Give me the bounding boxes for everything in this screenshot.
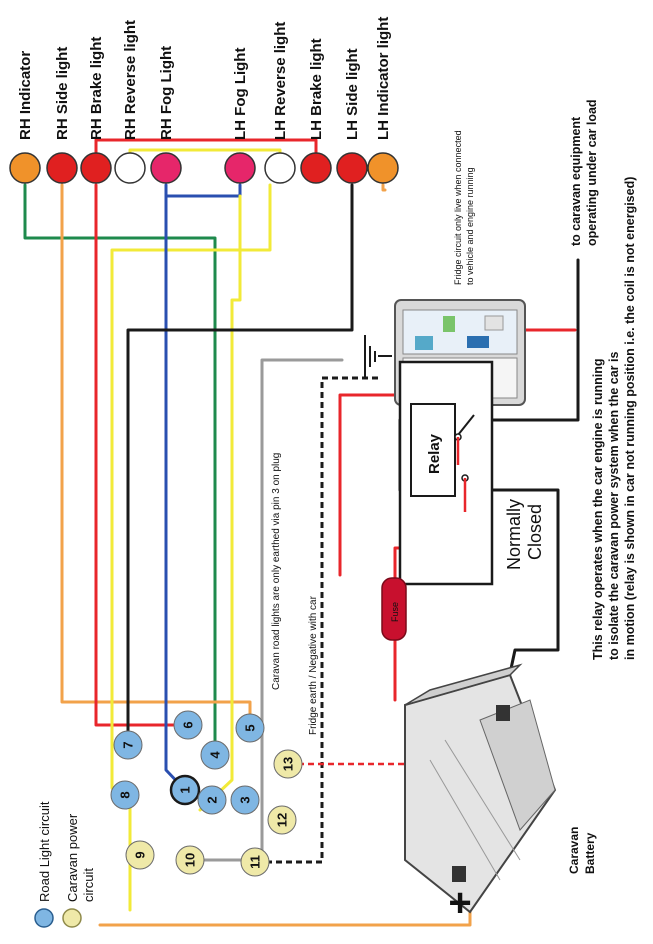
- plug-pin-5: 5: [235, 713, 265, 743]
- relay-box: Relay: [398, 360, 494, 586]
- lamp-row: RH Indicator RH Side light RH Brake light R…: [9, 17, 399, 184]
- wire-yellow-lh: [198, 194, 242, 812]
- plug-pin-4-number: 4: [208, 751, 223, 759]
- lamp-rh-side-light: [46, 152, 78, 184]
- lamp-lh-fog-light: [224, 152, 256, 184]
- legend-power-label-1: Caravan power: [65, 813, 80, 902]
- relay-note-line2: to isolate the caravan power system when…: [607, 352, 621, 660]
- lamp-lh-brake-light: [300, 152, 332, 184]
- plug-pin-2: 2: [197, 785, 227, 815]
- wire-black-dashed: [255, 376, 378, 864]
- road-earth-note: Caravan road lights are only earthed via…: [271, 453, 282, 690]
- relay-label: Relay: [426, 433, 443, 474]
- fridge-note-line1: Fridge circuit only live when connected: [453, 130, 463, 285]
- plug-pin-7-circle: [113, 730, 143, 760]
- plug-pin-1: 1: [169, 774, 201, 806]
- battery-label-line2: Battery: [583, 832, 597, 874]
- earth-symbol: [364, 335, 392, 378]
- plug-pin-10: 10: [175, 845, 205, 875]
- plug-pin-13: 13: [273, 749, 303, 779]
- relay-note-line3: in motion (relay is shown in car not run…: [623, 177, 637, 660]
- plug-pin-10-circle: [175, 845, 205, 875]
- plug-pin-8-number: 8: [118, 791, 133, 798]
- plug-pin-4: 4: [200, 740, 230, 770]
- lamp-label-rh-reverse-light: RH Reverse light: [122, 20, 139, 140]
- wire-green: [23, 183, 217, 757]
- battery-label-line1: Caravan: [567, 827, 581, 874]
- plug-pin-6-number: 6: [181, 721, 196, 728]
- lamp-rh-brake-light: [80, 152, 112, 184]
- lamp-label-lh-fog-light: LH Fog Light: [232, 48, 249, 140]
- lamp-label-lh-reverse-light: LH Reverse light: [272, 22, 289, 140]
- relay-state-line1: Normally: [504, 499, 524, 570]
- plug-pin-1-circle: [169, 774, 201, 806]
- wire-blue-fog: [164, 183, 242, 802]
- plug-pin-8-circle: [110, 780, 140, 810]
- lamp-label-lh-side-light: LH Side light: [344, 48, 361, 140]
- fuse: Fuse: [381, 577, 407, 641]
- plug-pin-3-number: 3: [238, 796, 253, 803]
- wire-red-dashed: [288, 698, 470, 766]
- lamp-label-rh-brake-light: RH Brake light: [88, 37, 105, 140]
- lamp-label-rh-side-light: RH Side light: [54, 47, 71, 140]
- lamp-rh-indicator: [9, 152, 41, 184]
- legend-road-label: Road Light circuit: [37, 801, 52, 902]
- plug-pin-7: 7: [113, 730, 143, 760]
- lamp-rh-fog-light: [150, 152, 182, 184]
- lamp-lh-reverse-light: [264, 152, 296, 184]
- battery-image: [404, 663, 557, 914]
- plug-pin-9: 9: [125, 840, 155, 870]
- fridge-note-line2: to vehicle and engine running: [465, 167, 475, 285]
- plug-pin-6: 6: [173, 710, 203, 740]
- plug-pin-3-circle: [230, 785, 260, 815]
- legend: Road Light circuit Caravan power circuit: [34, 801, 96, 928]
- relay-note-line1: This relay operates when the car engine …: [591, 359, 605, 660]
- plug-pin-4-circle: [200, 740, 230, 770]
- plug-pin-12: 12: [267, 805, 297, 835]
- lamp-label-lh-brake-light: LH Brake light: [308, 38, 325, 140]
- lamp-label-rh-fog-light: RH Fog Light: [158, 46, 175, 140]
- equipment-note-line1: to caravan equipment: [569, 116, 583, 246]
- plug-pin-13-circle: [273, 749, 303, 779]
- legend-road-swatch: [34, 908, 54, 928]
- plug-pin-13-number: 13: [281, 757, 296, 771]
- plug-pin-8: 8: [110, 780, 140, 810]
- plug-pin-2-number: 2: [205, 796, 220, 803]
- plug-pin-7-number: 7: [121, 741, 136, 748]
- lamp-label-rh-indicator: RH Indicator: [17, 51, 34, 140]
- plug-pin-3: 3: [230, 785, 260, 815]
- plug-pin-1-number: 1: [178, 786, 193, 793]
- relay-state-line2: Closed: [525, 504, 545, 560]
- plug-pin-12-number: 12: [275, 813, 290, 827]
- plug-pin-11-number: 11: [248, 855, 263, 869]
- plug-pin-5-number: 5: [243, 724, 258, 731]
- lamp-lh-indicator-light: [367, 152, 399, 184]
- fridge-earth-note: Fridge earth / Negative with car: [308, 595, 319, 735]
- battery-plus-sign: +: [448, 881, 471, 925]
- plug-pin-5-circle: [235, 713, 265, 743]
- plug-pin-9-number: 9: [133, 851, 148, 858]
- lamp-label-lh-indicator-light: LH Indicator light: [375, 17, 392, 140]
- plug-pin-12-circle: [267, 805, 297, 835]
- lamp-lh-side-light: [336, 152, 368, 184]
- wire-black-lh-side: [126, 183, 354, 747]
- plug-pin-6-circle: [173, 710, 203, 740]
- legend-power-swatch: [62, 908, 82, 928]
- wire-orange-rh-side: [60, 183, 252, 730]
- fuse-label: Fuse: [390, 602, 400, 622]
- plug-pin-10-number: 10: [183, 853, 198, 867]
- legend-power-label-2: circuit: [81, 868, 96, 902]
- plug-pin-2-circle: [197, 785, 227, 815]
- lamp-rh-reverse-light: [114, 152, 146, 184]
- equipment-note-line2: operating under car load: [585, 99, 599, 246]
- wire-grey-earth: [188, 358, 344, 862]
- plug-pin-11: 11: [240, 847, 270, 877]
- plug-pin-11-circle: [240, 847, 270, 877]
- plug-pin-9-circle: [125, 840, 155, 870]
